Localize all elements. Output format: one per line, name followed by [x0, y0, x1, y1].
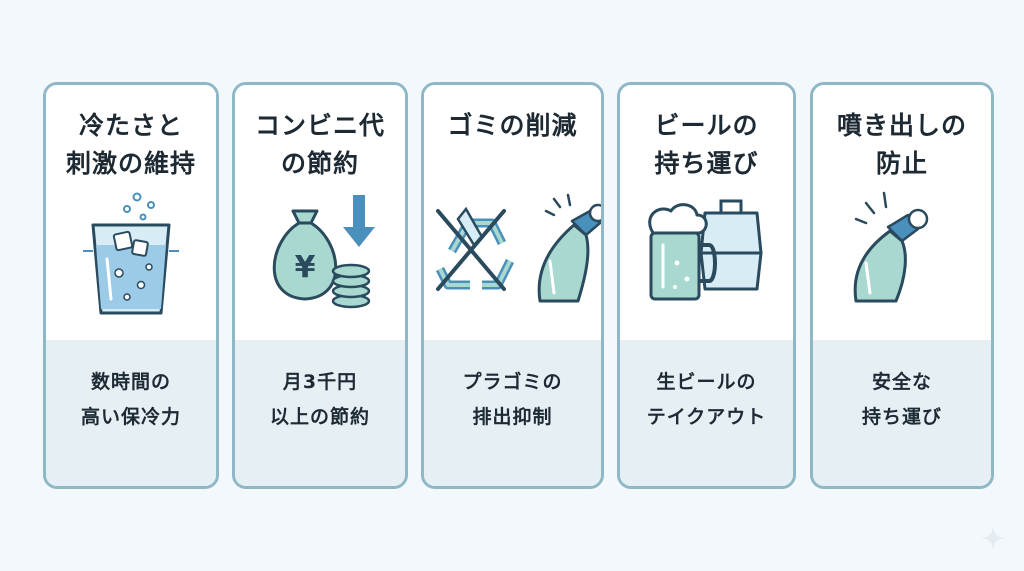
card-waste: ゴミの削減 — [421, 82, 604, 489]
card-saving: コンビニ代 の節約 ¥ 月3千円 以上の節約 — [232, 82, 408, 489]
card-title: ビールの 持ち運び — [654, 111, 759, 178]
card-bottom: 数時間の 高い保冷力 — [46, 340, 216, 486]
card-title: ゴミの削減 — [447, 111, 578, 140]
card-cold-keep: 冷たさと 刺激の維持 — [43, 82, 219, 489]
recycle-icon — [435, 206, 515, 291]
card-description: 月3千円 以上の節約 — [269, 371, 370, 428]
card-bottom: プラゴミの 排出抑制 — [424, 340, 601, 486]
card-bottom: 月3千円 以上の節約 — [235, 340, 405, 486]
card-description: 生ビールの テイクアウト — [646, 371, 767, 428]
money-bag-yen-icon: ¥ — [235, 189, 405, 319]
card-bottom: 安全な 持ち運び — [813, 340, 991, 486]
card-top: コンビニ代 の節約 ¥ — [235, 85, 405, 340]
card-top: ビールの 持ち運び — [620, 85, 793, 340]
beer-mug-takeout-icon — [620, 189, 793, 319]
card-top: ゴミの削減 — [424, 85, 601, 340]
card-top: 冷たさと 刺激の維持 — [46, 85, 216, 340]
card-beer: ビールの 持ち運び — [617, 82, 796, 489]
card-description: 安全な 持ち運び — [861, 371, 942, 428]
sparkle-icon — [981, 526, 1005, 550]
cold-drink-glass-icon — [46, 189, 216, 319]
card-title: コンビニ代 の節約 — [254, 111, 385, 178]
card-description: プラゴミの 排出抑制 — [462, 371, 563, 428]
card-bottom: 生ビールの テイクアウト — [620, 340, 793, 486]
card-top: 噴き出しの 防止 — [813, 85, 991, 340]
beer-mug-icon — [647, 203, 717, 301]
svg-text:¥: ¥ — [295, 250, 316, 285]
plastic-bottle-icon — [537, 193, 601, 303]
card-title: 冷たさと 刺激の維持 — [65, 111, 196, 178]
card-spill-prevention: 噴き出しの 防止 安全な 持ち運び — [810, 82, 994, 489]
bottle-cap-pop-icon — [813, 189, 991, 319]
no-recycle-bottle-icon — [424, 189, 601, 319]
card-description: 数時間の 高い保冷力 — [80, 371, 181, 428]
card-title: 噴き出しの 防止 — [836, 111, 967, 178]
